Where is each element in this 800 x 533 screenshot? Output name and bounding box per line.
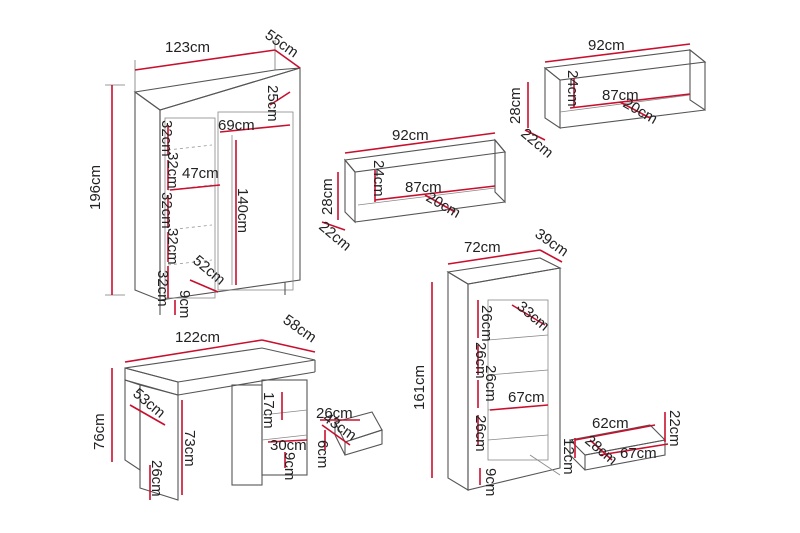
shelf-top-right-inner-width-label: 87cm bbox=[602, 87, 639, 104]
desk-labels: 122cm 58cm 76cm 53cm 73cm 26cm 17cm 30cm… bbox=[91, 311, 360, 496]
desk-drawer-depth-label: 30cm bbox=[270, 437, 307, 454]
bookcase-depth-label: 39cm bbox=[532, 225, 572, 260]
bookcase-drawer-inner-width-label: 67cm bbox=[620, 445, 657, 462]
wardrobe-plinth-label: 9cm bbox=[176, 290, 193, 318]
shelf-top-right-drawing bbox=[543, 48, 707, 130]
desk-drawer-height-detail-label: 6cm bbox=[314, 440, 331, 468]
desk-depth-label: 58cm bbox=[280, 311, 320, 346]
bookcase-height-label: 161cm bbox=[411, 365, 428, 410]
bookcase-drawer-height-left-label: 12cm bbox=[560, 438, 577, 475]
desk-knee-height-label: 73cm bbox=[181, 430, 198, 467]
shelf-top-right-depth-label: 22cm bbox=[517, 125, 556, 162]
wardrobe-inner-width-left-label: 47cm bbox=[182, 165, 219, 182]
shelf-middle-height-label: 28cm bbox=[319, 178, 336, 215]
bookcase-width-label: 72cm bbox=[464, 239, 501, 256]
bookcase-shelf-3-label: 26cm bbox=[482, 365, 499, 402]
bookcase-inner-width-label: 67cm bbox=[508, 389, 545, 406]
bookcase-dimensions bbox=[431, 249, 669, 485]
wardrobe-width-label: 123cm bbox=[165, 39, 210, 56]
shelf-top-right-width-label: 92cm bbox=[588, 37, 625, 54]
wardrobe-inner-width-right-label: 69cm bbox=[218, 117, 255, 134]
shelf-middle-inner-height-label: 24cm bbox=[370, 160, 387, 197]
bookcase-shelf-4-label: 26cm bbox=[472, 415, 489, 452]
desk-dimensions bbox=[111, 339, 360, 500]
shelf-top-right-inner-height-label: 24cm bbox=[564, 70, 581, 107]
bookcase-shelf-depth-label: 33cm bbox=[513, 298, 552, 335]
desk-foot-label: 26cm bbox=[148, 460, 165, 497]
wardrobe-drawing bbox=[133, 67, 301, 315]
bookcase-shelf-2-label: 26cm bbox=[472, 342, 489, 379]
wardrobe-depth-label: 55cm bbox=[262, 26, 302, 61]
bookcase-drawer-inner-depth-label: 28cm bbox=[581, 432, 620, 469]
wardrobe-shelf-4-label: 32cm bbox=[164, 228, 181, 265]
desk-drawing bbox=[124, 347, 383, 501]
bookcase-shelf-1-label: 26cm bbox=[478, 305, 495, 342]
wardrobe-shelf-2-label: 32cm bbox=[164, 152, 181, 189]
shelf-middle-width-label: 92cm bbox=[392, 127, 429, 144]
shelf-top-right-labels: 92cm 28cm 24cm 87cm 20cm 22cm bbox=[507, 37, 660, 162]
wardrobe-top-depth-label: 25cm bbox=[264, 85, 281, 122]
wardrobe-inner-depth-label: 52cm bbox=[189, 252, 228, 289]
shelf-middle-inner-width-label: 87cm bbox=[405, 179, 442, 196]
wardrobe-height-label: 196cm bbox=[87, 165, 104, 210]
shelf-middle-depth-label: 22cm bbox=[315, 218, 354, 255]
wardrobe-shelf-3-label: 32cm bbox=[158, 192, 175, 229]
desk-width-label: 122cm bbox=[175, 329, 220, 346]
bookcase-labels: 72cm 39cm 161cm 33cm 26cm 26cm 26cm 26cm… bbox=[411, 225, 683, 496]
bookcase-drawer-width-label: 62cm bbox=[592, 415, 629, 432]
wardrobe-shelf-5-label: 32cm bbox=[154, 270, 171, 307]
wardrobe-labels: 123cm 55cm 196cm 25cm 69cm 47cm 32cm 32c… bbox=[87, 26, 302, 318]
shelf-top-right-height-label: 28cm bbox=[507, 87, 524, 124]
bookcase-drawer-height-right-label: 22cm bbox=[666, 410, 683, 447]
desk-height-label: 76cm bbox=[91, 413, 108, 450]
wardrobe-hanging-height-label: 140cm bbox=[234, 188, 251, 233]
shelf-middle-dimensions bbox=[321, 132, 496, 231]
shelf-top-right-dimensions bbox=[524, 43, 691, 141]
shelf-middle-inner-depth-label: 20cm bbox=[423, 189, 463, 222]
desk-drawer-width-label: 26cm bbox=[316, 405, 353, 422]
wardrobe-shelf-1-label: 32cm bbox=[158, 120, 175, 157]
desk-plinth-label: 9cm bbox=[281, 452, 298, 480]
desk-drawer-height-label: 17cm bbox=[260, 392, 277, 429]
bookcase-plinth-label: 9cm bbox=[482, 468, 499, 496]
wardrobe-dimensions bbox=[105, 40, 301, 315]
